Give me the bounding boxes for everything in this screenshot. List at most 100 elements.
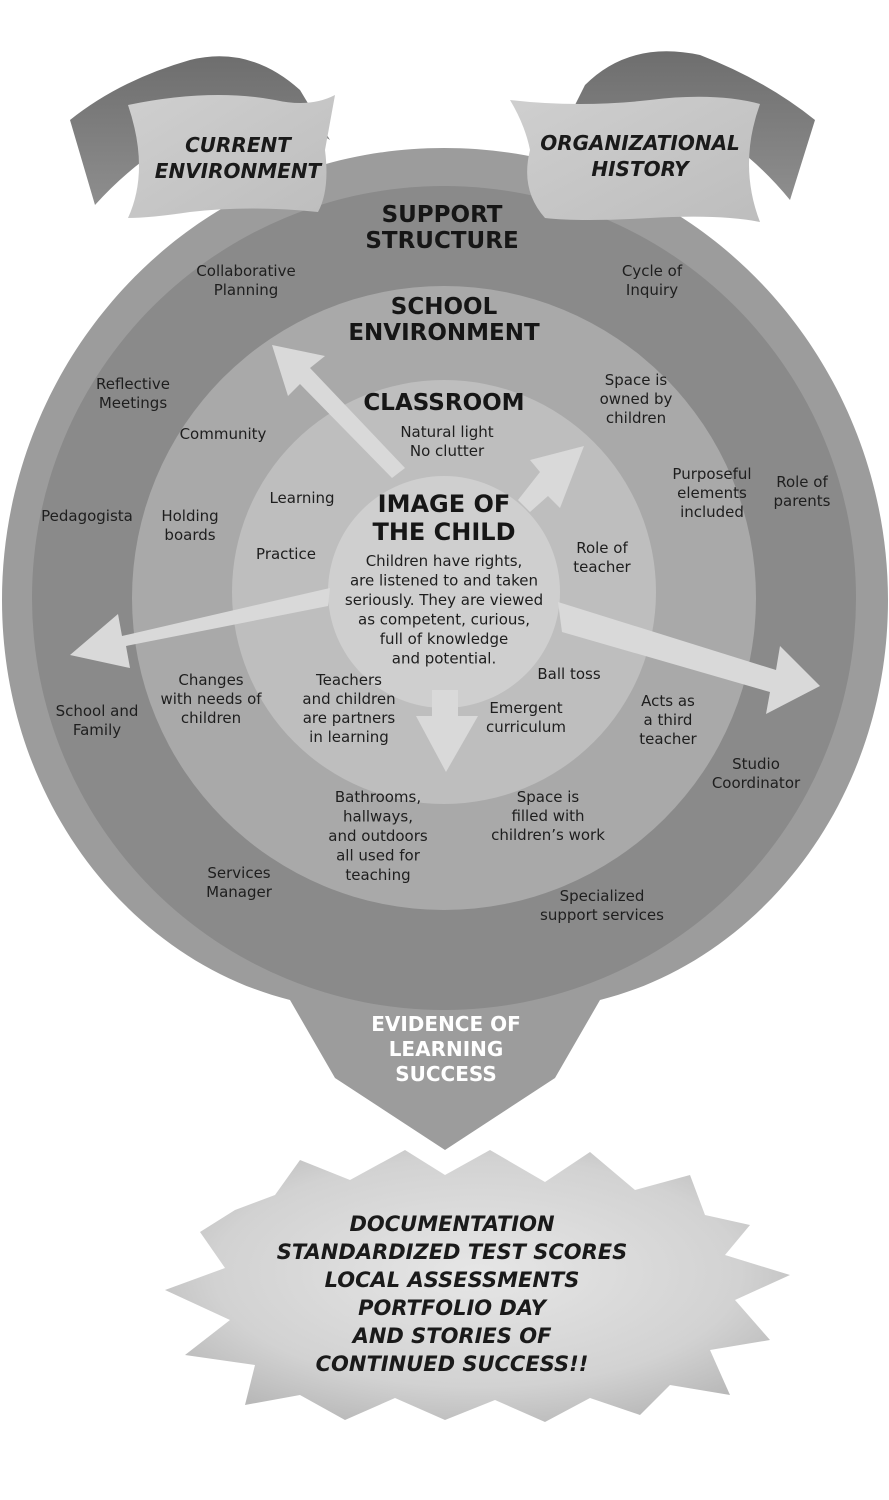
label-community: Community	[180, 425, 267, 443]
label-school-and-family-line: Family	[73, 721, 121, 739]
label-holding-boards-line: boards	[164, 526, 215, 544]
label-practice: Practice	[256, 545, 316, 563]
classroom-title: CLASSROOM	[363, 390, 524, 416]
banner-current-environment-line: CURRENT	[185, 133, 292, 157]
label-role-of-teacher-line: Role of	[576, 539, 628, 557]
label-purposeful-elements-line: included	[680, 503, 744, 521]
label-teachers-partners-line: are partners	[303, 709, 396, 727]
label-cycle-of-inquiry-line: Cycle of	[622, 262, 683, 280]
label-space-filled-line: Space is	[517, 788, 580, 806]
label-changes-with-needs-line: Changes	[178, 671, 243, 689]
right-ribbon-tail	[560, 51, 815, 200]
label-school-and-family-line: School and	[56, 702, 139, 720]
support-structure-title-line: SUPPORT	[382, 202, 503, 228]
label-learning-line: Learning	[269, 489, 334, 507]
banner-organizational-history-line: HISTORY	[591, 157, 691, 181]
arrow-up-left	[272, 345, 405, 478]
arrow-down	[416, 690, 478, 772]
outcomes-list-line: STANDARDIZED TEST SCORES	[277, 1240, 628, 1264]
image-of-child-title-line: IMAGE OF	[378, 490, 511, 518]
classroom-note-line: Natural light	[400, 423, 493, 441]
evidence-of-learning-success-line: LEARNING	[389, 1037, 504, 1061]
outcomes-list-line: DOCUMENTATION	[349, 1212, 554, 1236]
label-emergent-curriculum-line: curriculum	[486, 718, 566, 736]
label-purposeful-elements-line: elements	[677, 484, 747, 502]
outcomes-list-line: CONTINUED SUCCESS!!	[316, 1352, 589, 1376]
label-teachers-partners-line: Teachers	[315, 671, 382, 689]
label-collaborative-planning-line: Planning	[214, 281, 279, 299]
label-bathrooms-line: teaching	[345, 866, 410, 884]
label-specialized-support-line: Specialized	[560, 887, 645, 905]
left-banner	[128, 95, 335, 218]
right-banner	[510, 96, 760, 222]
label-emergent-curriculum-line: Emergent	[489, 699, 562, 717]
arrow-up-right	[518, 446, 584, 512]
label-role-of-teacher-line: teacher	[573, 558, 631, 576]
label-space-owned-line: children	[606, 409, 666, 427]
outcomes-burst	[165, 1150, 790, 1422]
label-collaborative-planning-line: Collaborative	[196, 262, 295, 280]
label-studio-coordinator-line: Coordinator	[712, 774, 801, 792]
label-practice-line: Practice	[256, 545, 316, 563]
label-acts-as-third-teacher-line: teacher	[639, 730, 697, 748]
label-teachers-partners-line: and children	[302, 690, 395, 708]
label-community-line: Community	[180, 425, 267, 443]
evidence-of-learning-success-line: SUCCESS	[395, 1062, 497, 1086]
banner-organizational-history-line: ORGANIZATIONAL	[540, 131, 740, 155]
label-acts-as-third-teacher-line: Acts as	[641, 692, 695, 710]
label-space-filled-line: children’s work	[491, 826, 605, 844]
image-of-child-center	[328, 476, 560, 708]
label-reflective-meetings-line: Reflective	[96, 375, 170, 393]
image-of-child-description-line: Children have rights,	[366, 552, 523, 570]
image-of-child-description: Children have rights, are listened to and…	[345, 552, 543, 668]
image-of-child-description-line: as competent, curious,	[358, 611, 530, 629]
outcomes-list-line: AND STORIES OF	[351, 1324, 552, 1348]
classroom-note-line: No clutter	[410, 442, 485, 460]
school-environment-title-line: SCHOOL	[391, 294, 498, 320]
label-bathrooms-line: Bathrooms,	[335, 788, 421, 806]
label-pedagogista-line: Pedagogista	[41, 507, 133, 525]
label-holding-boards-line: Holding	[161, 507, 218, 525]
image-of-child-description-line: are listened to and taken	[350, 572, 538, 590]
evidence-of-learning-success-line: EVIDENCE OF	[371, 1012, 521, 1036]
label-space-filled-line: filled with	[511, 807, 584, 825]
label-pedagogista: Pedagogista	[41, 507, 133, 525]
label-specialized-support-line: support services	[540, 906, 664, 924]
label-cycle-of-inquiry-line: Inquiry	[626, 281, 678, 299]
label-changes-with-needs-line: with needs of	[160, 690, 262, 708]
label-studio-coordinator-line: Studio	[732, 755, 780, 773]
label-teachers-partners-line: in learning	[309, 728, 389, 746]
outcomes-list-line: PORTFOLIO DAY	[358, 1296, 548, 1320]
label-bathrooms-line: all used for	[336, 847, 421, 865]
classroom-title-line: CLASSROOM	[363, 390, 524, 416]
image-of-child-description-line: seriously. They are viewed	[345, 591, 543, 609]
label-purposeful-elements-line: Purposeful	[672, 465, 751, 483]
support-structure-title-line: STRUCTURE	[365, 228, 518, 254]
arrows	[70, 345, 820, 772]
label-ball-toss-line: Ball toss	[537, 665, 600, 683]
label-acts-as-third-teacher-line: a third	[644, 711, 693, 729]
